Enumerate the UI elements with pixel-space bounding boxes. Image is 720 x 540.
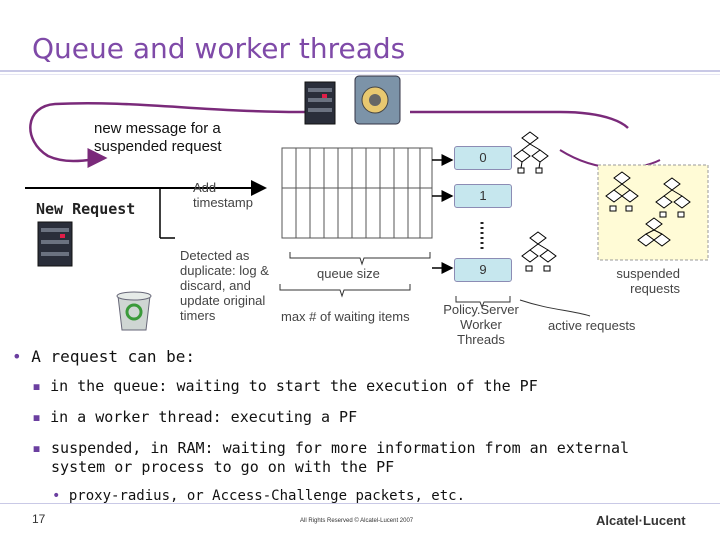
square-bullet-icon: ▪ — [32, 408, 42, 426]
server-rack-icon — [304, 81, 336, 125]
queue-size-brace — [289, 252, 431, 266]
worker-thread-box: 1 — [454, 184, 512, 208]
copyright-text: All Rights Reserved © Alcatel-Lucent 200… — [300, 518, 414, 524]
bullet-dot-icon: • — [12, 347, 22, 366]
queue-diagram — [25, 75, 709, 331]
recycle-bin-icon — [116, 291, 152, 331]
square-bullet-icon: ▪ — [32, 439, 42, 457]
worker-thread-box: 0 — [454, 146, 512, 170]
bullet-heading: • A request can be: — [12, 347, 196, 366]
square-bullet-icon: ▪ — [32, 377, 42, 395]
title-divider — [0, 70, 720, 72]
worker-threads-label: Policy.Server Worker Threads — [443, 302, 519, 347]
bullet-item: ▪ in a worker thread: executing a PF — [32, 408, 358, 426]
sub-bullet-dot-icon: • — [52, 488, 61, 504]
active-request-tree-icon — [521, 231, 557, 272]
queue-slots — [281, 147, 433, 239]
bullet-item: ▪ suspended, in RAM: waiting for more in… — [32, 439, 629, 476]
slide-title: Queue and worker threads — [32, 32, 406, 65]
active-requests-label: active requests — [548, 318, 636, 333]
title-divider-light — [0, 74, 720, 75]
brand-logo-text: Alcatel·Lucent — [596, 513, 686, 528]
duplicate-label: Detected as duplicate: log & discard, an… — [180, 248, 269, 323]
client-server-icon — [37, 221, 73, 267]
max-waiting-label: max # of waiting items — [281, 309, 410, 324]
suspended-request-tree-icon — [655, 177, 691, 218]
resume-loop-arrow — [29, 101, 330, 169]
suspended-request-tree-icon — [637, 217, 671, 247]
suspended-area — [597, 164, 709, 261]
new-request-label: New Request — [36, 200, 136, 218]
active-request-tree-icon — [513, 131, 549, 174]
loop-top-arrow — [410, 110, 629, 129]
sub-bullet-item: • proxy-radius, or Access-Challenge pack… — [52, 488, 466, 504]
worker-thread-box: 9 — [454, 258, 512, 282]
footer-divider — [0, 503, 720, 504]
max-waiting-brace — [279, 284, 411, 298]
loop-label: new message for a suspended request — [94, 120, 222, 155]
worker-brace — [455, 296, 511, 309]
active-brace — [519, 299, 591, 317]
queue-size-label: queue size — [317, 266, 380, 281]
safe-vault-icon — [354, 75, 401, 125]
suspended-requests-label: suspended requests — [616, 266, 680, 296]
suspended-request-tree-icon — [605, 171, 639, 212]
add-timestamp-label: Add timestamp — [193, 180, 253, 210]
bullet-item: ▪ in the queue: waiting to start the exe… — [32, 377, 538, 395]
page-number: 17 — [32, 512, 46, 526]
